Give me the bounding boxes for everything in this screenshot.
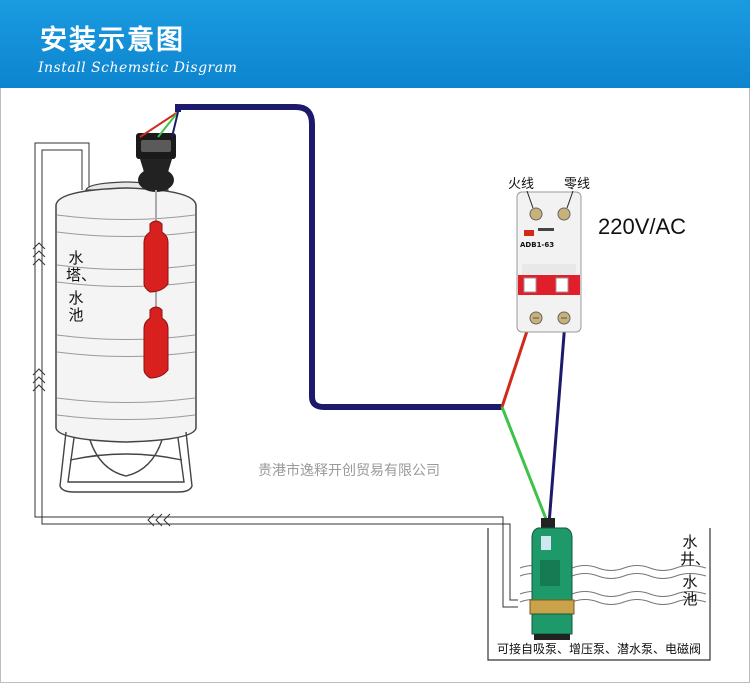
- page-subtitle: Install Schemstic Disgram: [38, 60, 238, 76]
- neutral-wire-label: 零线: [564, 177, 591, 192]
- well-label-2: 井、: [680, 550, 711, 568]
- header-banner: 安装示意图 Install Schemstic Disgram: [0, 0, 750, 88]
- live-wire: [500, 321, 532, 408]
- tank-label-4: 池: [68, 306, 84, 324]
- tank-label: 水 塔、 水 池: [66, 249, 97, 324]
- well-label-1: 水: [682, 533, 698, 551]
- well-label-3: 水: [682, 573, 698, 591]
- water-tank-icon: [55, 181, 197, 493]
- well-label: 水 井、 水 池: [680, 533, 711, 608]
- well-label-4: 池: [682, 590, 698, 608]
- submersible-pump-icon: [529, 518, 575, 640]
- company-watermark: 贵港市逸释开创贸易有限公司: [258, 463, 440, 479]
- breaker-model-label: ADB1-63: [520, 241, 555, 249]
- main-cable: [175, 104, 502, 410]
- circuit-breaker-icon: [516, 191, 582, 333]
- flow-arrows: [32, 242, 171, 527]
- tank-label-2: 塔、: [66, 266, 97, 284]
- water-pipe: [34, 142, 518, 608]
- neutral-wire: [547, 321, 567, 525]
- voltage-label: 220V/AC: [598, 214, 687, 239]
- water-well: [487, 528, 711, 661]
- earth-wire: [500, 406, 550, 525]
- fire-lead: [526, 190, 534, 209]
- float-switch-icon: [136, 111, 179, 379]
- fire-wire-label: 火线: [508, 177, 535, 192]
- tank-label-3: 水: [68, 289, 84, 307]
- page-title: 安装示意图: [40, 25, 185, 56]
- pump-compatibility-note: 可接自吸泵、增压泵、潜水泵、电磁阀: [497, 640, 702, 657]
- neutral-lead: [566, 190, 574, 209]
- tank-label-1: 水: [68, 249, 84, 267]
